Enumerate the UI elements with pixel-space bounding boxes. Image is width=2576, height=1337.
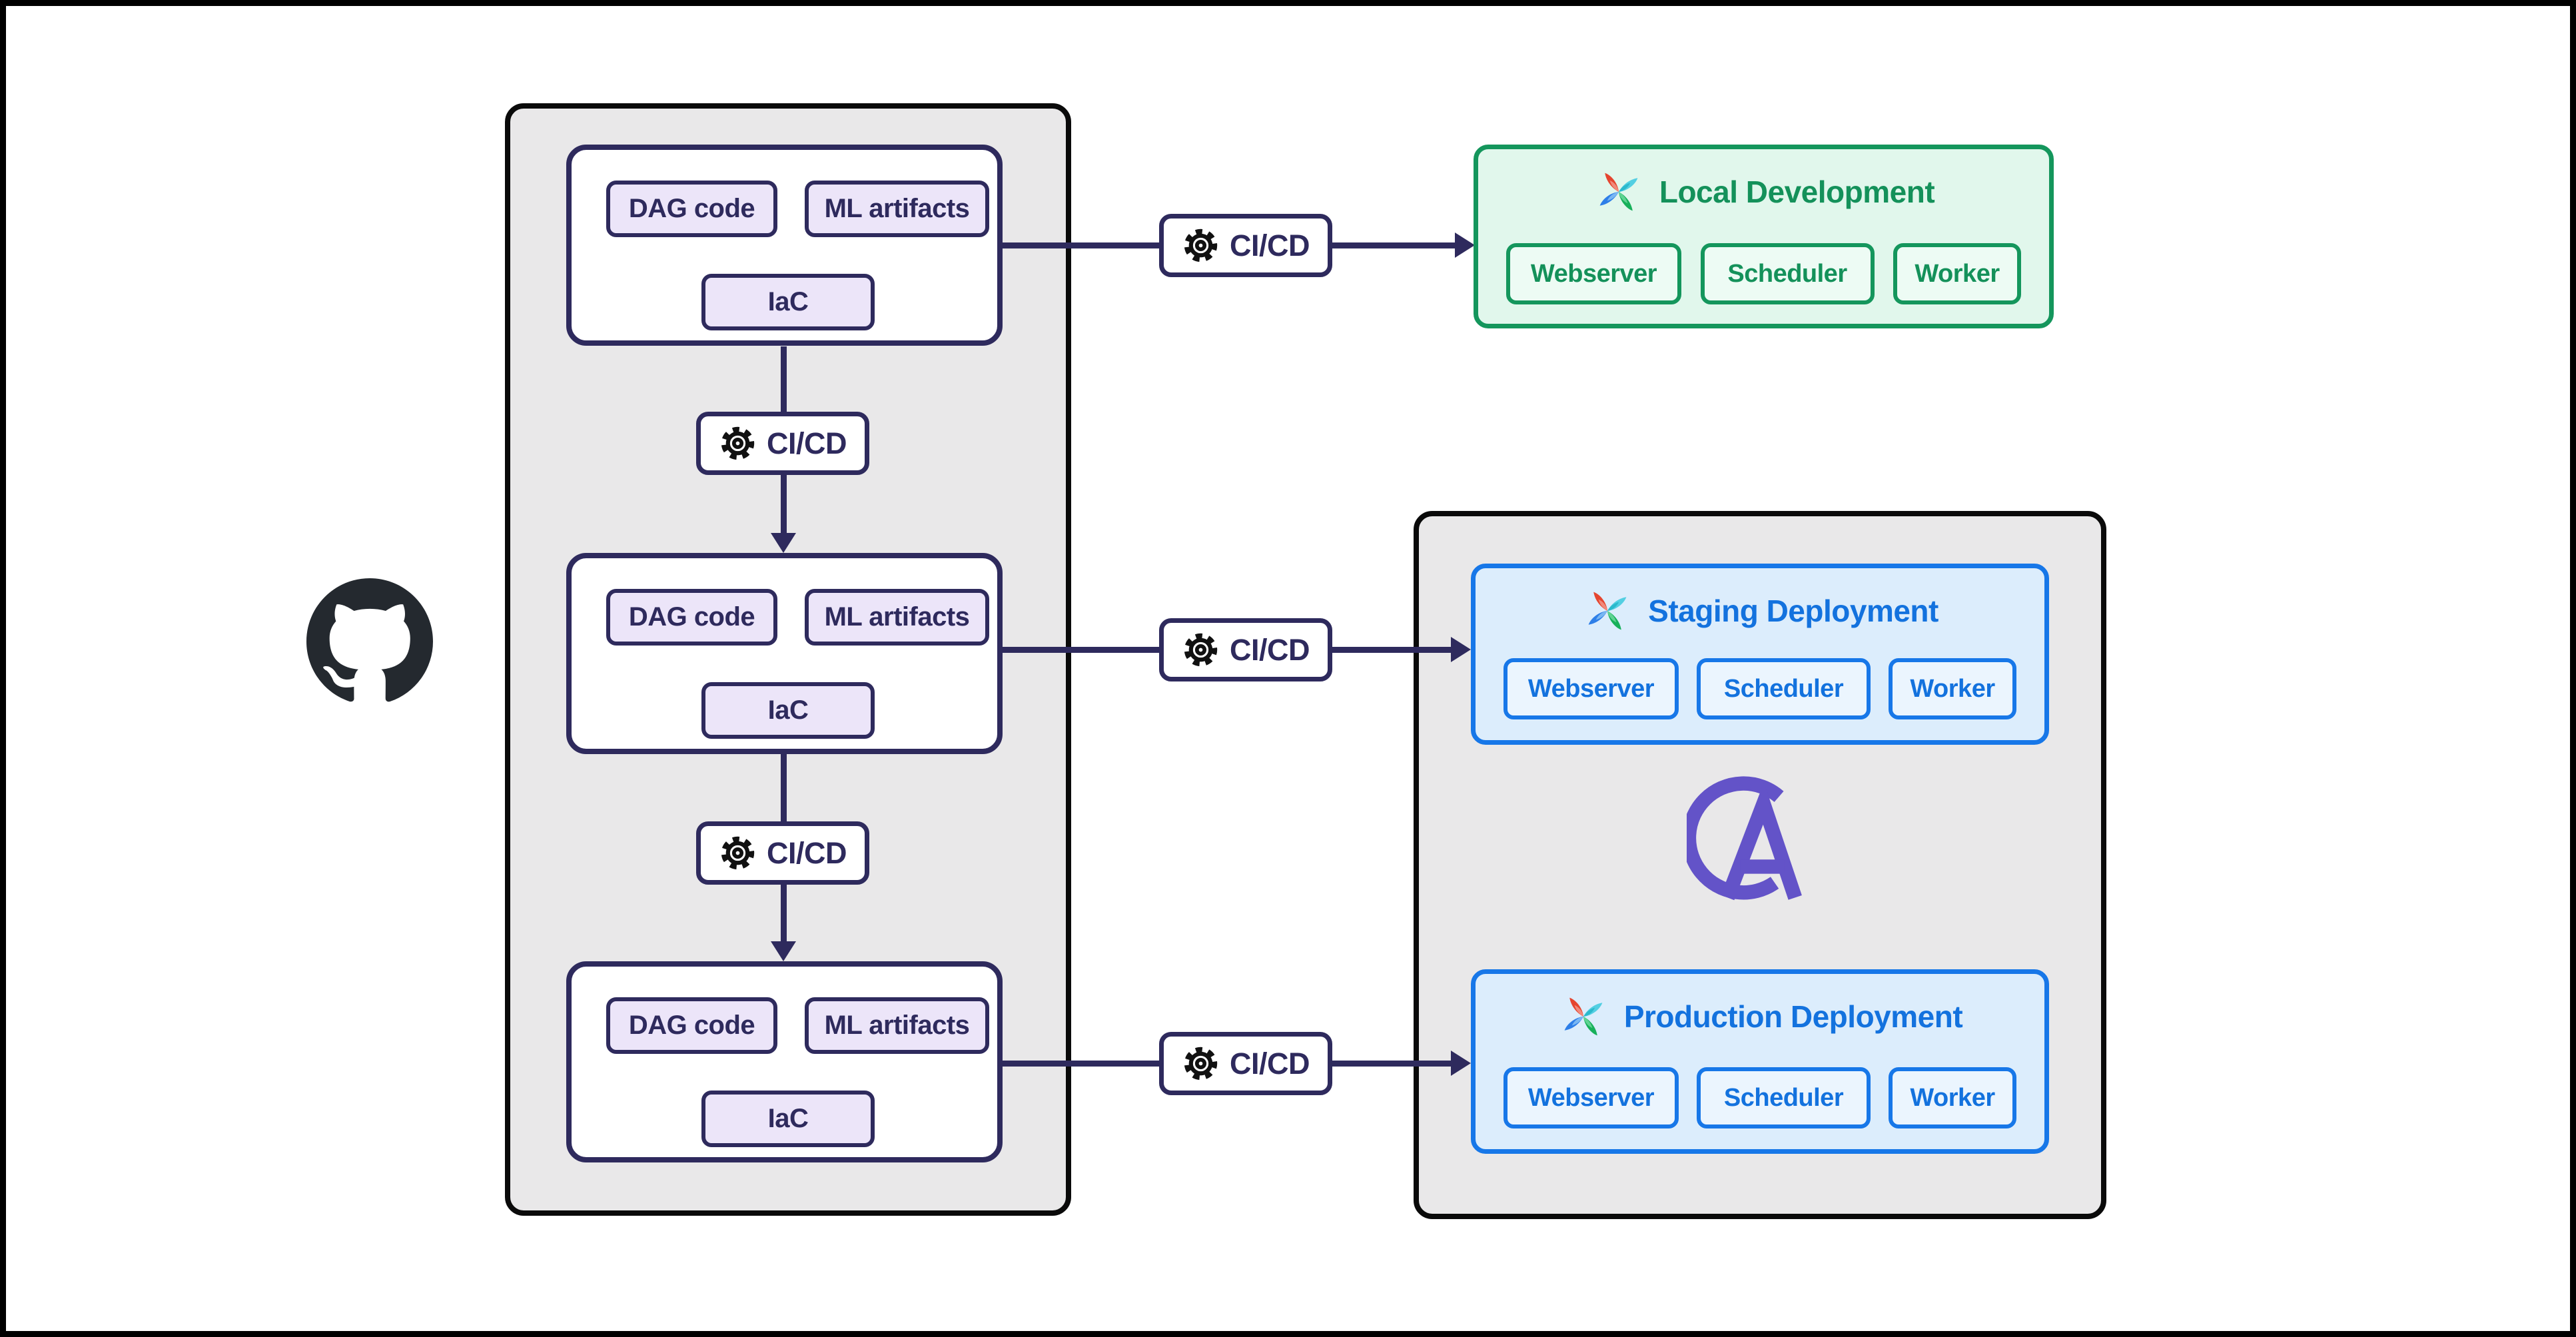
pill-dag-code: DAG code — [606, 997, 777, 1054]
pill-label: ML artifacts — [824, 1011, 970, 1040]
pill-ml-artifacts: ML artifacts — [805, 589, 989, 646]
component-label: Worker — [1910, 1083, 1995, 1112]
components-row: Webserver Scheduler Worker — [1478, 243, 2049, 304]
connector-repo2-out — [1003, 647, 1159, 653]
pill-iac: IaC — [701, 682, 875, 739]
component-label: Webserver — [1530, 259, 1657, 288]
connector-to-production — [1332, 1061, 1451, 1067]
cicd-badge-repo2-repo3: CI/CD — [696, 821, 869, 885]
astronomer-icon — [1687, 776, 1802, 901]
cicd-label: CI/CD — [767, 835, 847, 870]
connector-repo2-to-cicd — [781, 754, 787, 821]
cicd-label: CI/CD — [1230, 632, 1310, 667]
pill-label: ML artifacts — [824, 194, 970, 223]
deployment-title: Local Development — [1659, 175, 1935, 209]
component-scheduler: Scheduler — [1697, 658, 1871, 719]
components-row: Webserver Scheduler Worker — [1476, 658, 2044, 719]
component-webserver: Webserver — [1503, 658, 1679, 719]
deployment-title: Staging Deployment — [1648, 594, 1938, 628]
arrowhead-down-repo2 — [771, 533, 796, 553]
pill-ml-artifacts: ML artifacts — [805, 181, 989, 237]
component-label: Worker — [1910, 674, 1995, 703]
deployment-box-production: Production Deployment Webserver Schedule… — [1471, 969, 2049, 1154]
component-scheduler: Scheduler — [1700, 243, 1875, 304]
arrowhead-right-staging — [1451, 637, 1471, 662]
connector-to-staging — [1332, 647, 1451, 653]
pill-label: IaC — [767, 1104, 809, 1133]
component-label: Scheduler — [1727, 259, 1847, 288]
component-label: Scheduler — [1723, 674, 1844, 703]
airflow-pinwheel-icon — [1564, 997, 1603, 1036]
pill-label: DAG code — [628, 1011, 755, 1040]
component-label: Webserver — [1527, 1083, 1655, 1112]
component-scheduler: Scheduler — [1697, 1067, 1871, 1128]
cicd-badge-to-production: CI/CD — [1159, 1032, 1332, 1095]
cicd-badge-to-local: CI/CD — [1159, 214, 1332, 277]
pill-iac: IaC — [701, 1091, 875, 1147]
gear-icon — [1184, 228, 1218, 262]
repo-box-3: DAG code ML artifacts IaC — [566, 961, 1003, 1162]
gear-icon — [1184, 633, 1218, 667]
pill-dag-code: DAG code — [606, 181, 777, 237]
connector-repo1-out — [1003, 242, 1159, 248]
connector-to-local — [1332, 242, 1455, 248]
deployment-box-staging: Staging Deployment Webserver Scheduler W… — [1471, 564, 2049, 745]
components-row: Webserver Scheduler Worker — [1476, 1067, 2044, 1128]
arrowhead-right-production — [1451, 1051, 1471, 1076]
arrowhead-down-repo3 — [771, 941, 796, 961]
github-icon — [306, 578, 433, 702]
airflow-pinwheel-icon — [1588, 592, 1627, 630]
repo-box-1: DAG code ML artifacts IaC — [566, 145, 1003, 346]
component-worker: Worker — [1889, 658, 2016, 719]
repo-box-2: DAG code ML artifacts IaC — [566, 553, 1003, 754]
pill-label: IaC — [767, 695, 809, 725]
pill-ml-artifacts: ML artifacts — [805, 997, 989, 1054]
deployment-header: Local Development — [1478, 165, 2049, 219]
arrowhead-right-local — [1455, 232, 1475, 258]
connector-cicd-to-repo2 — [781, 473, 787, 536]
cicd-label: CI/CD — [1230, 228, 1310, 262]
airflow-pinwheel-icon — [1599, 173, 1638, 211]
component-label: Worker — [1915, 259, 2000, 288]
component-webserver: Webserver — [1506, 243, 1681, 304]
connector-repo1-to-cicd — [781, 346, 787, 413]
component-worker: Worker — [1893, 243, 2021, 304]
pill-label: ML artifacts — [824, 602, 970, 632]
cicd-badge-repo1-repo2: CI/CD — [696, 412, 869, 475]
pill-label: DAG code — [628, 602, 755, 632]
deployment-header: Production Deployment — [1476, 990, 2044, 1043]
deployment-header: Staging Deployment — [1476, 584, 2044, 638]
connector-cicd-to-repo3 — [781, 883, 787, 943]
deployment-title: Production Deployment — [1623, 999, 1963, 1034]
gear-icon — [721, 426, 755, 460]
component-label: Webserver — [1527, 674, 1655, 703]
pill-label: IaC — [767, 287, 809, 316]
connector-repo3-out — [1003, 1061, 1159, 1067]
pill-iac: IaC — [701, 274, 875, 330]
cicd-badge-to-staging: CI/CD — [1159, 618, 1332, 681]
pill-dag-code: DAG code — [606, 589, 777, 646]
component-webserver: Webserver — [1503, 1067, 1679, 1128]
cicd-label: CI/CD — [767, 426, 847, 460]
cicd-label: CI/CD — [1230, 1046, 1310, 1081]
gear-icon — [1184, 1047, 1218, 1081]
pill-label: DAG code — [628, 194, 755, 223]
deployment-box-local: Local Development Webserver Scheduler Wo… — [1474, 145, 2054, 328]
gear-icon — [721, 836, 755, 870]
component-label: Scheduler — [1723, 1083, 1844, 1112]
component-worker: Worker — [1889, 1067, 2016, 1128]
